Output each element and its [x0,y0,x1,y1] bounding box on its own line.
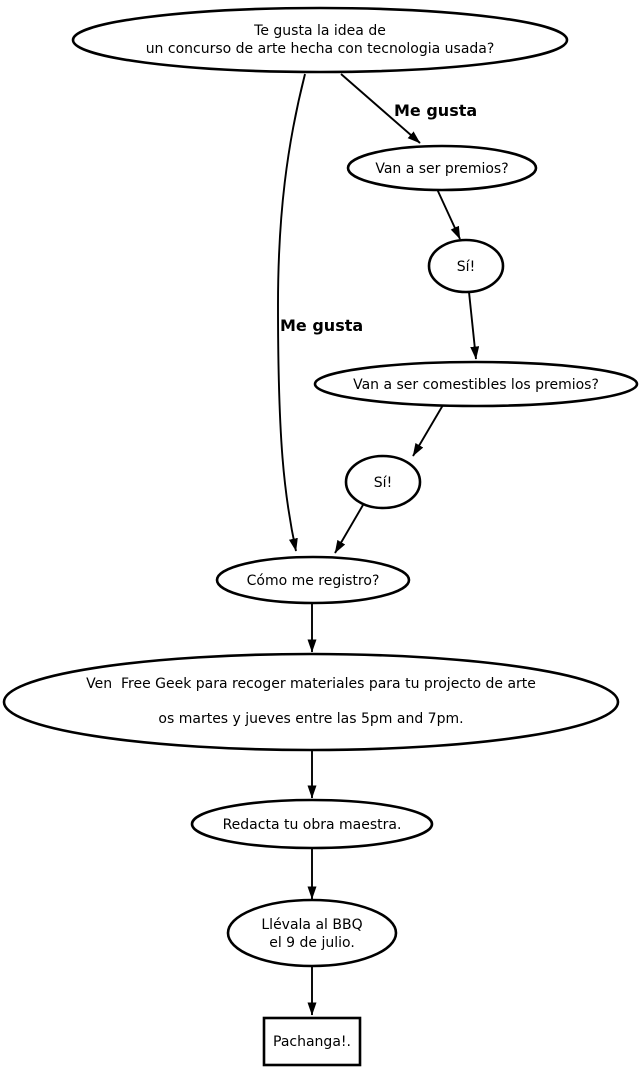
start-ellipse [71,6,569,74]
edge-si1-to-comestibles [468,291,480,360]
bbq-ellipse [226,898,398,968]
node-comestibles: Van a ser comestibles los premios? [313,360,639,408]
ven-label-line2: os martes y jueves entre las 5pm and 7pm… [158,711,463,727]
redacta-ellipse [190,798,434,850]
registro-ellipse [215,555,411,605]
edge-premios-to-si1 [436,188,461,240]
edge-label-me-gusta-left: Me gusta [280,316,363,335]
pachanga-label: Pachanga!. [273,1034,351,1050]
edge-start-to-registro [277,73,306,552]
ven-ellipse [2,652,620,752]
node-registro: Cómo me registro? [215,555,411,605]
edges-layer: Me gusta Me gusta [277,73,480,1016]
node-redacta: Redacta tu obra maestra. [190,798,434,850]
start-label-line2: un concurso de arte hecha con tecnologia… [146,41,495,57]
node-premios: Van a ser premios? [346,144,538,192]
si1-label: Sí! [457,259,475,275]
premios-label: Van a ser premios? [375,161,508,177]
registro-label: Cómo me registro? [247,573,380,589]
bbq-label-line1: Llévala al BBQ [261,917,362,933]
edge-comestibles-to-si2 [412,404,444,457]
redacta-label: Redacta tu obra maestra. [223,817,402,833]
premios-ellipse [346,144,538,192]
edge-label-me-gusta-right: Me gusta [394,101,477,120]
pachanga-rect [262,1016,362,1067]
start-label-line1: Te gusta la idea de [253,23,386,39]
node-si1: Sí! [427,238,505,294]
bbq-label-line2: el 9 de julio. [269,935,355,951]
edge-start-to-premios [340,73,421,144]
node-si2: Sí! [344,454,422,510]
comestibles-label: Van a ser comestibles los premios? [353,377,599,393]
edge-si2-to-registro [334,504,364,554]
node-start: Te gusta la idea de un concurso de arte … [71,6,569,74]
comestibles-ellipse [313,360,639,408]
ven-label-line1: Ven Free Geek para recoger materiales pa… [86,676,536,692]
node-pachanga: Pachanga!. [262,1016,362,1067]
si2-label: Sí! [374,475,392,491]
si1-ellipse [427,238,505,294]
node-bbq: Llévala al BBQ el 9 de julio. [226,898,398,968]
node-ven-free-geek: Ven Free Geek para recoger materiales pa… [2,652,620,752]
si2-ellipse [344,454,422,510]
